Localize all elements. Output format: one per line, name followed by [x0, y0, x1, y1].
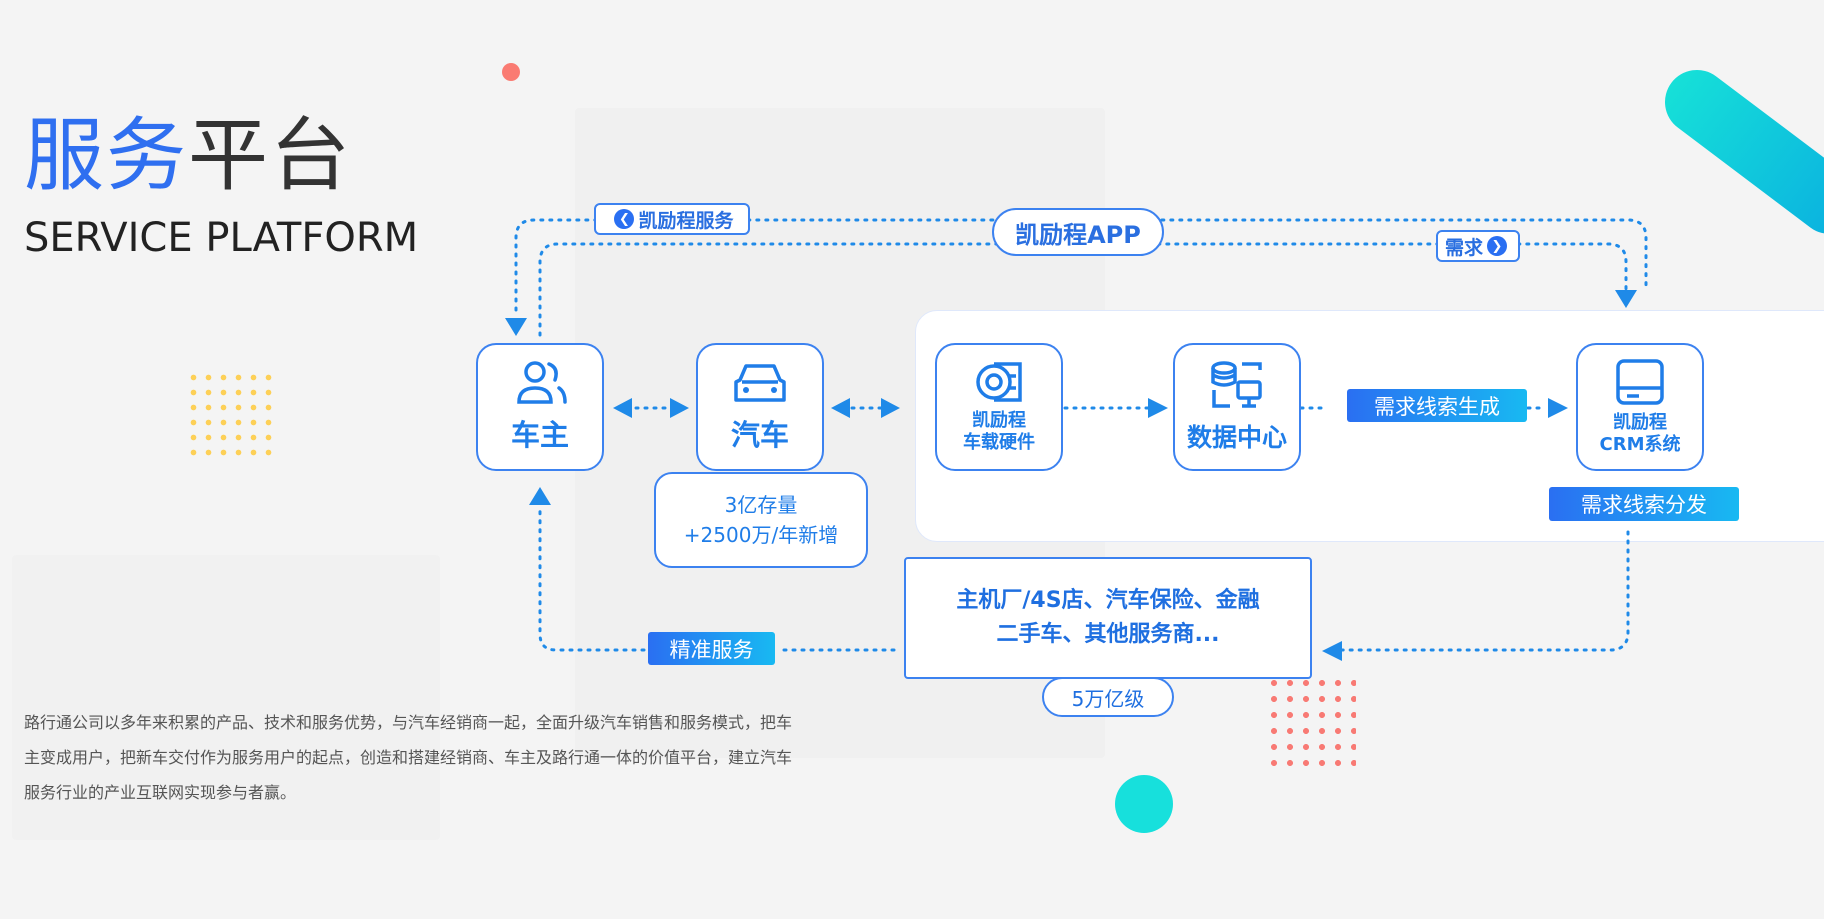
title-rest: 平台 [188, 109, 352, 202]
precise-service-tag: 精准服务 [648, 632, 775, 665]
connector-inner-top [538, 242, 1628, 337]
crm-line1: 凯励程 [1612, 412, 1667, 433]
background-panel-left [12, 555, 440, 840]
node-owner: 车主 [476, 343, 604, 471]
car-icon [734, 364, 786, 402]
page-subtitle: SERVICE PLATFORM [24, 215, 419, 261]
arrow-down-crm [1615, 290, 1637, 308]
decor-yellow-dot-grid [186, 370, 276, 460]
stock-line2: +2500万/年新增 [683, 523, 839, 547]
chevron-right-icon: ❯ [1487, 236, 1507, 256]
node-data-center: 数据中心 [1173, 343, 1301, 471]
title-highlight: 服务 [24, 109, 188, 202]
arrow-left-owner [613, 398, 632, 418]
stock-line1: 3亿存量 [724, 493, 798, 517]
decor-teal-circle [1115, 775, 1173, 833]
stock-box: 3亿存量 +2500万/年新增 [654, 472, 868, 568]
person-group-icon [517, 361, 567, 404]
lead-dist-tag: 需求线索分发 [1549, 487, 1739, 521]
dealer-line1: 主机厂/4S店、汽车保险、金融 [956, 588, 1260, 613]
service-tag-label: 凯励程服务 [638, 209, 734, 232]
service-providers-box: 主机厂/4S店、汽车保险、金融 二手车、其他服务商... [904, 557, 1312, 679]
arrow-left-car [831, 398, 850, 418]
data-center-label: 数据中心 [1186, 423, 1287, 452]
decor-red-dot [502, 63, 520, 81]
camera-device-icon [976, 362, 1022, 402]
arrow-left-dealer [1322, 641, 1342, 661]
hardware-line1: 凯励程 [972, 410, 1026, 431]
scale-pill: 5万亿级 [1042, 677, 1174, 717]
arrow-down-owner [505, 318, 527, 336]
demand-tag: 需求❯ [1436, 230, 1520, 262]
chevron-left-icon: ❮ [614, 209, 635, 229]
lead-gen-tag: 需求线索生成 [1347, 389, 1527, 422]
app-pill: 凯励程APP [992, 208, 1164, 256]
arrow-right-data [1148, 398, 1168, 418]
service-tag: ❮凯励程服务 [594, 203, 750, 235]
dealer-line2: 二手车、其他服务商... [996, 622, 1220, 647]
owner-label: 车主 [510, 418, 569, 452]
crm-screen-icon [1616, 359, 1664, 405]
description-text: 路行通公司以多年来积累的产品、技术和服务优势，与汽车经销商一起，全面升级汽车销售… [24, 713, 793, 802]
demand-tag-label: 需求 [1444, 236, 1483, 259]
arrow-right-crm [1548, 398, 1568, 418]
page-title: 服务平台 [24, 108, 352, 204]
node-hardware: 凯励程 车载硬件 [935, 343, 1063, 471]
arrow-up-owner [529, 487, 551, 505]
database-monitor-icon [1211, 361, 1262, 408]
hardware-line2: 车载硬件 [963, 432, 1035, 453]
connector-service-owner [538, 508, 646, 652]
crm-line2: CRM系统 [1599, 434, 1681, 455]
car-label: 汽车 [730, 418, 789, 452]
node-crm: 凯励程 CRM系统 [1576, 343, 1704, 471]
connector-crm-dealer [1338, 530, 1630, 652]
arrow-right-platform [881, 398, 900, 418]
decor-red-dot-grid [1266, 675, 1356, 770]
arrow-right-car [670, 398, 689, 418]
node-car: 汽车 [696, 343, 824, 471]
